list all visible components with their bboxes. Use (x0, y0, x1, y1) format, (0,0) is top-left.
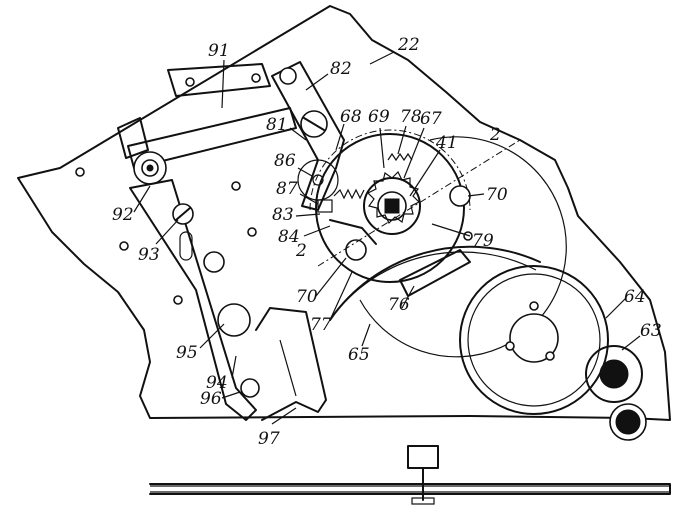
frame-hole-1 (75, 167, 85, 177)
label-67: 67 (420, 109, 442, 129)
label-96: 96 (200, 389, 222, 409)
label-93: 93 (138, 245, 160, 265)
bottom-rail (149, 483, 671, 495)
label-87: 87 (276, 179, 298, 199)
section-line-2 (317, 139, 521, 267)
hole-70-right (449, 185, 471, 207)
pin-96 (240, 378, 260, 398)
label-63: 63 (640, 321, 662, 341)
gear-65-root (335, 251, 537, 313)
frame-plate-outline (17, 5, 671, 421)
label-68: 68 (340, 107, 362, 127)
label-86: 86 (274, 151, 296, 171)
label-91: 91 (208, 41, 230, 61)
arm-76 (399, 249, 471, 297)
label-70-right: 70 (486, 185, 508, 205)
label-79: 79 (472, 231, 494, 251)
hole-70-left (345, 239, 367, 261)
label-64: 64 (624, 287, 646, 307)
bracket-97 (255, 307, 327, 421)
large-gear-hub (509, 313, 559, 363)
lever-91-bar (127, 107, 297, 169)
large-gear-hole-top (529, 301, 539, 311)
label-92: 92 (112, 205, 134, 225)
label-41: 41 (435, 133, 458, 153)
label-77: 77 (310, 315, 332, 335)
disk-69 (315, 133, 465, 283)
label-83: 83 (272, 205, 294, 225)
label-84: 84 (278, 227, 300, 247)
slot-93 (179, 231, 193, 261)
pin-94-upper (203, 251, 225, 273)
label-78: 78 (400, 107, 422, 127)
label-82: 82 (330, 59, 352, 79)
screw-93-slot (175, 207, 191, 221)
cam-dashed-arc (309, 129, 471, 211)
label-22: 22 (397, 35, 420, 55)
label-2-top: 2 (489, 125, 501, 145)
pawl-arm-84 (329, 219, 377, 245)
label-97: 97 (258, 429, 280, 449)
bracket-97-inner (279, 339, 297, 397)
shaft-41 (384, 198, 400, 214)
pinion-64 (585, 345, 643, 403)
pivot-92-center (146, 164, 154, 172)
lower-roller-shaft (615, 409, 641, 435)
rail-clamp (407, 445, 439, 469)
ratchet-wheel-67 (363, 170, 421, 235)
frame-hole-5 (247, 227, 257, 237)
rail-clamp-nut (411, 497, 435, 505)
top-plate-hole-right (251, 73, 261, 83)
link-81 (271, 61, 345, 211)
label-76: 76 (388, 295, 410, 315)
roller-95 (217, 303, 251, 337)
frame-hole-2 (231, 181, 241, 191)
spring-68 (333, 188, 365, 200)
label-65: 65 (348, 345, 370, 365)
lever-91-stub (117, 117, 149, 159)
screw-82-slot (303, 117, 325, 131)
large-gear-hole-right (545, 351, 555, 361)
frame-hole-4 (173, 295, 183, 305)
label-95: 95 (176, 343, 198, 363)
label-70-left: 70 (296, 287, 318, 307)
pivot-82-top (279, 67, 297, 85)
large-gear-hole-left (505, 341, 515, 351)
label-94: 94 (206, 373, 228, 393)
label-69: 69 (368, 107, 390, 127)
label-2-left: 2 (295, 241, 307, 261)
top-plate-hole-left (185, 77, 195, 87)
leader-lines (133, 51, 641, 425)
large-gear-root (467, 273, 601, 407)
label-81: 81 (266, 115, 288, 135)
frame-hole-6 (463, 231, 473, 241)
pinion-63-shaft (599, 359, 629, 389)
pawl-83 (317, 199, 333, 213)
spring-78 (387, 152, 413, 162)
large-gear (459, 265, 609, 415)
cam-outer-arc (359, 136, 567, 358)
top-plate (167, 63, 271, 97)
bottom-rail-hatch (150, 485, 670, 493)
frame-hole-3 (119, 241, 129, 251)
